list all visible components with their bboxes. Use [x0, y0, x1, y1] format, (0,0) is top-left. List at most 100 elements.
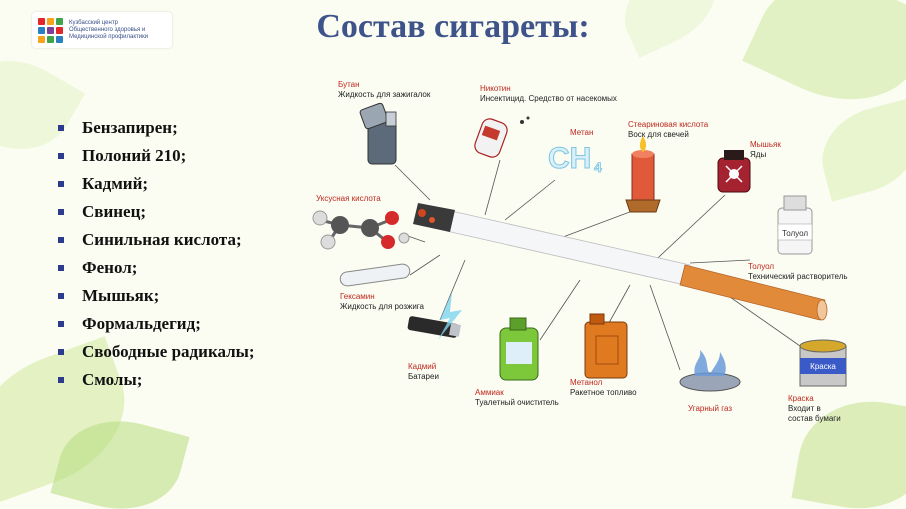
list-item: Мышьяк;	[58, 282, 255, 310]
cigarette-icon	[413, 203, 828, 321]
lighter-icon	[359, 102, 397, 165]
paint-can-icon: Краска	[799, 339, 847, 387]
label-name: Угарный газ	[688, 404, 732, 413]
carbon-monoxide-label: Угарный газ	[688, 404, 732, 414]
gas-burner-icon	[679, 350, 741, 392]
label-desc: состав бумаги	[788, 414, 841, 423]
label-name: Мышьяк	[750, 140, 781, 149]
acetic-acid-label: Уксусная кислота	[316, 194, 381, 204]
svg-text:CH: CH	[548, 142, 591, 175]
label-name: Метанол	[570, 378, 603, 387]
logo-line: Кузбасский центр	[69, 19, 118, 26]
bullet-icon	[58, 321, 64, 327]
bullet-icon	[58, 181, 64, 187]
list-item-text: Свинец;	[82, 202, 147, 221]
test-tube-icon	[339, 263, 411, 287]
list-item-text: Формальдегид;	[82, 314, 201, 333]
label-desc: Жидкость для розжига	[340, 302, 424, 311]
label-desc: Жидкость для зажигалок	[338, 90, 431, 99]
list-item: Свободные радикалы;	[58, 338, 255, 366]
list-item: Кадмий;	[58, 170, 255, 198]
organization-logo: Кузбасский центр Общественного здоровья …	[32, 12, 172, 48]
label-name: Стеариновая кислота	[628, 120, 709, 129]
logo-square	[38, 26, 45, 34]
logo-square	[38, 17, 45, 25]
candle-icon	[625, 136, 661, 213]
logo-text: Кузбасский центр Общественного здоровья …	[69, 20, 148, 41]
list-item: Синильная кислота;	[58, 226, 255, 254]
label-desc: Технический растворитель	[748, 272, 848, 281]
logo-square	[47, 35, 54, 43]
bullet-icon	[58, 265, 64, 271]
label-name: Гексамин	[340, 292, 375, 301]
label-name: Краска	[788, 394, 814, 403]
label-desc: Туалетный очиститель	[475, 398, 559, 407]
list-item: Фенол;	[58, 254, 255, 282]
bullet-icon	[58, 209, 64, 215]
cleaner-bottle-icon	[499, 317, 539, 381]
svg-text:Краска: Краска	[810, 362, 836, 371]
bullet-icon	[58, 349, 64, 355]
label-name: Кадмий	[408, 362, 437, 371]
logo-square	[47, 26, 54, 34]
list-item: Полоний 210;	[58, 142, 255, 170]
components-list: Бензапирен; Полоний 210; Кадмий; Свинец;…	[58, 114, 255, 394]
logo-square	[47, 17, 54, 25]
logo-square	[56, 17, 63, 25]
spray-can-icon	[474, 116, 530, 158]
label-desc: Входит в	[788, 404, 821, 413]
logo-line: Общественного здоровья и	[69, 26, 146, 33]
label-name: Метан	[570, 128, 594, 137]
svg-text:4: 4	[594, 159, 602, 175]
logo-square	[56, 26, 63, 34]
methane-label: Метан	[570, 128, 593, 138]
list-item: Смолы;	[58, 366, 255, 394]
list-item-text: Бензапирен;	[82, 118, 178, 137]
logo-line: Медицинской профилактики	[69, 33, 149, 40]
battery-icon	[407, 292, 462, 340]
cigarette-diagram: CH 4	[300, 70, 870, 430]
label-name: Аммиак	[475, 388, 504, 397]
molecule-icon	[312, 210, 410, 250]
label-name: Уксусная кислота	[316, 194, 381, 203]
methane-formula-icon: CH 4	[548, 142, 603, 176]
list-item-text: Полоний 210;	[82, 146, 187, 165]
bullet-icon	[58, 125, 64, 131]
label-name: Никотин	[480, 84, 511, 93]
logo-square	[56, 35, 63, 43]
label-name: Бутан	[338, 80, 360, 89]
label-desc: Яды	[750, 150, 767, 159]
bullet-icon	[58, 237, 64, 243]
list-item-text: Кадмий;	[82, 174, 149, 193]
list-item-text: Смолы;	[82, 370, 143, 389]
label-desc: Ракетное топливо	[570, 388, 637, 397]
label-desc: Воск для свечей	[628, 130, 689, 139]
label-desc: Батареи	[408, 372, 439, 381]
label-name: Толуол	[748, 262, 775, 271]
list-item-text: Свободные радикалы;	[82, 342, 255, 361]
bullet-icon	[58, 153, 64, 159]
logo-mark-icon	[38, 17, 63, 43]
list-item: Формальдегид;	[58, 310, 255, 338]
list-item: Бензапирен;	[58, 114, 255, 142]
logo-square	[38, 35, 45, 43]
bullet-icon	[58, 377, 64, 383]
svg-text:Толуол: Толуол	[782, 229, 808, 238]
list-item: Свинец;	[58, 198, 255, 226]
fuel-canister-icon	[584, 313, 628, 379]
bullet-icon	[58, 293, 64, 299]
label-desc: Инсектицид. Средство от насекомых	[480, 94, 617, 103]
list-item-text: Мышьяк;	[82, 286, 160, 305]
list-item-text: Синильная кислота;	[82, 230, 242, 249]
poison-bottle-icon	[717, 150, 751, 193]
